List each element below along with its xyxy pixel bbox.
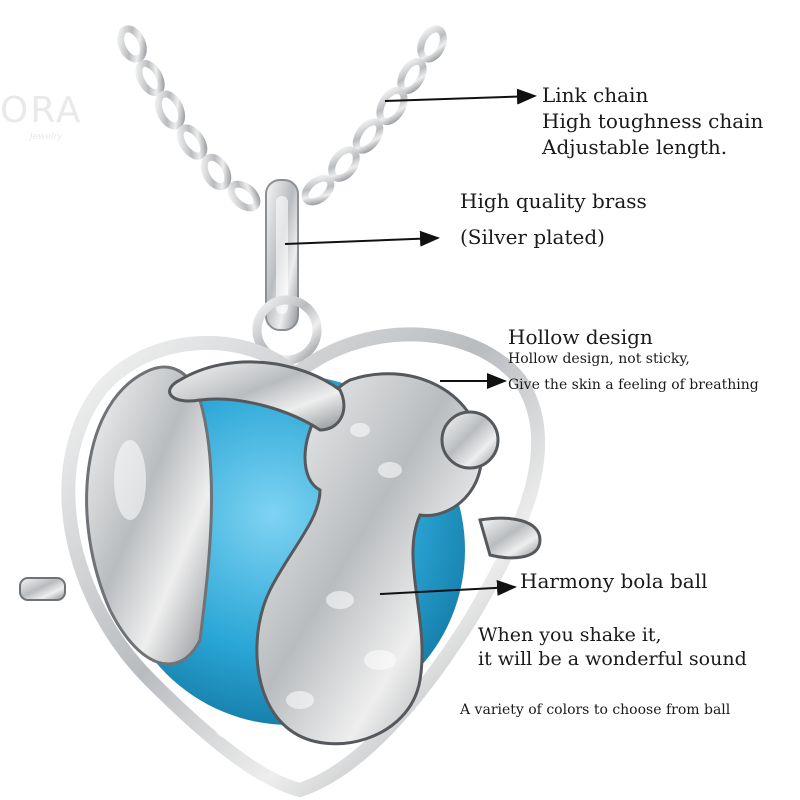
colors-note: A variety of colors to choose from ball	[460, 702, 731, 718]
link-chain	[117, 25, 447, 212]
hollow-callout-line-1: Hollow design, not sticky,	[508, 351, 690, 367]
hollow-callout-title: Hollow design	[508, 325, 653, 349]
brass-callout-line-2: (Silver plated)	[460, 225, 605, 249]
elephant-figure	[168, 360, 542, 746]
heart-cage	[61, 327, 546, 798]
ball-callout-title: Harmony bola ball	[520, 569, 708, 593]
hollow-callout-line-2: Give the skin a feeling of breathing	[508, 377, 759, 393]
bail	[252, 179, 322, 365]
watermark-tagline: Jewelry	[30, 132, 63, 142]
callout-arrows	[284, 88, 537, 596]
chain-callout-line-1: Link chain	[542, 83, 649, 107]
hinge	[19, 577, 66, 601]
chain-callout-line-2: High toughness chain	[542, 109, 764, 133]
ball-callout-line-2: it will be a wonderful sound	[478, 648, 747, 670]
chain-callout-line-3: Adjustable length.	[542, 135, 728, 159]
texture-spots	[114, 423, 402, 739]
brass-callout-line-1: High quality brass	[460, 189, 647, 213]
watermark-logo: ORA	[0, 90, 83, 131]
ball-callout-line-1: When you shake it,	[478, 624, 662, 646]
